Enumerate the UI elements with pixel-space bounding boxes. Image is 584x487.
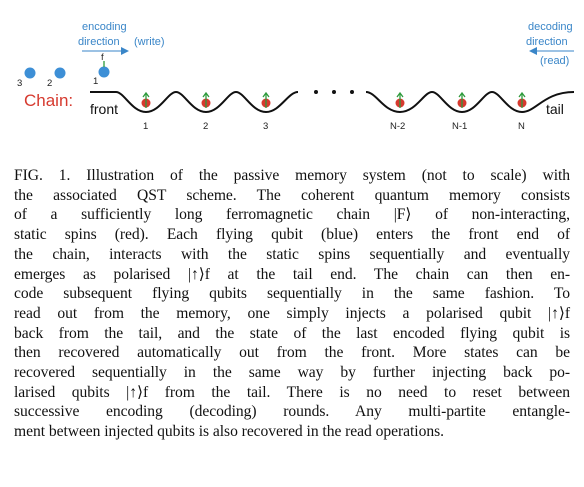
chain-ellipsis-dot-2 bbox=[332, 90, 336, 94]
caption-line-4: static spins (red). Each flying qubit (b… bbox=[14, 226, 570, 244]
decoding-read-label: (read) bbox=[540, 55, 569, 67]
caption-line-7: code subsequent flying qubits sequential… bbox=[14, 285, 570, 303]
figure-caption: FIG. 1. Illustration of the passive memo… bbox=[14, 166, 570, 442]
chain-ellipsis-dot-3 bbox=[350, 90, 354, 94]
static-spin-2 bbox=[201, 91, 211, 108]
caption-line-2: the associated QST scheme. The coherent … bbox=[14, 186, 570, 204]
caption-line-11: recovered sequentially in the same way b… bbox=[14, 364, 570, 382]
front-label: front bbox=[90, 101, 118, 117]
tail-label: tail bbox=[546, 101, 564, 117]
flying-qubit-2 bbox=[54, 67, 66, 79]
static-spin-n-1 bbox=[457, 91, 467, 108]
caption-line-12: larised qubits |↑⟩f from the tail. There… bbox=[14, 383, 570, 401]
site-label-2: 2 bbox=[203, 121, 208, 132]
flying-qubit-1-label: 1 bbox=[93, 76, 98, 87]
site-label-n-2: N-2 bbox=[390, 121, 405, 132]
static-spin-1 bbox=[141, 91, 151, 108]
site-label-3: 3 bbox=[263, 121, 268, 132]
chain-curve-right bbox=[365, 90, 575, 114]
caption-line-10: then recovered automatically out from th… bbox=[14, 344, 570, 362]
encoding-label: encoding bbox=[82, 21, 127, 33]
flying-qubit-1 bbox=[98, 66, 110, 78]
chain-curve-left bbox=[90, 90, 299, 114]
caption-line-14: ment between injected qubits is also rec… bbox=[14, 423, 444, 441]
caption-line-5: the chain, interacts with the static spi… bbox=[14, 245, 570, 263]
caption-line-9: back from the tail, and the state of the… bbox=[14, 324, 570, 342]
caption-line-6: emerges as polarised |↑⟩f at the tail en… bbox=[14, 265, 570, 283]
caption-line-3: of a sufficiently long ferromagnetic cha… bbox=[14, 206, 570, 224]
site-label-n: N bbox=[518, 121, 525, 132]
chain-label: Chain: bbox=[24, 91, 73, 110]
flying-qubit-3 bbox=[24, 67, 36, 79]
site-label-1: 1 bbox=[143, 121, 148, 132]
static-spin-3 bbox=[261, 91, 271, 108]
encoding-direction-label: direction bbox=[78, 36, 120, 48]
flying-qubit-3-label: 3 bbox=[17, 78, 22, 89]
decoding-label: decoding bbox=[528, 21, 573, 33]
memory-chain-figure: encoding direction (write) decoding dire… bbox=[17, 21, 575, 132]
encoding-write-label: (write) bbox=[134, 36, 165, 48]
caption-line-13: successive encoding (decoding) rounds. A… bbox=[14, 403, 570, 421]
chain-ellipsis-dot-1 bbox=[314, 90, 318, 94]
caption-line-1: FIG. 1. Illustration of the passive memo… bbox=[14, 167, 570, 184]
caption-line-8: read out from the memory, one simply inj… bbox=[14, 304, 570, 322]
static-spin-n bbox=[517, 91, 527, 108]
site-label-n-1: N-1 bbox=[452, 121, 467, 132]
flying-qubit-f-label: f bbox=[101, 52, 104, 63]
static-spin-n-2 bbox=[395, 91, 405, 108]
flying-qubit-2-label: 2 bbox=[47, 78, 52, 89]
decoding-direction-label: direction bbox=[526, 36, 568, 48]
